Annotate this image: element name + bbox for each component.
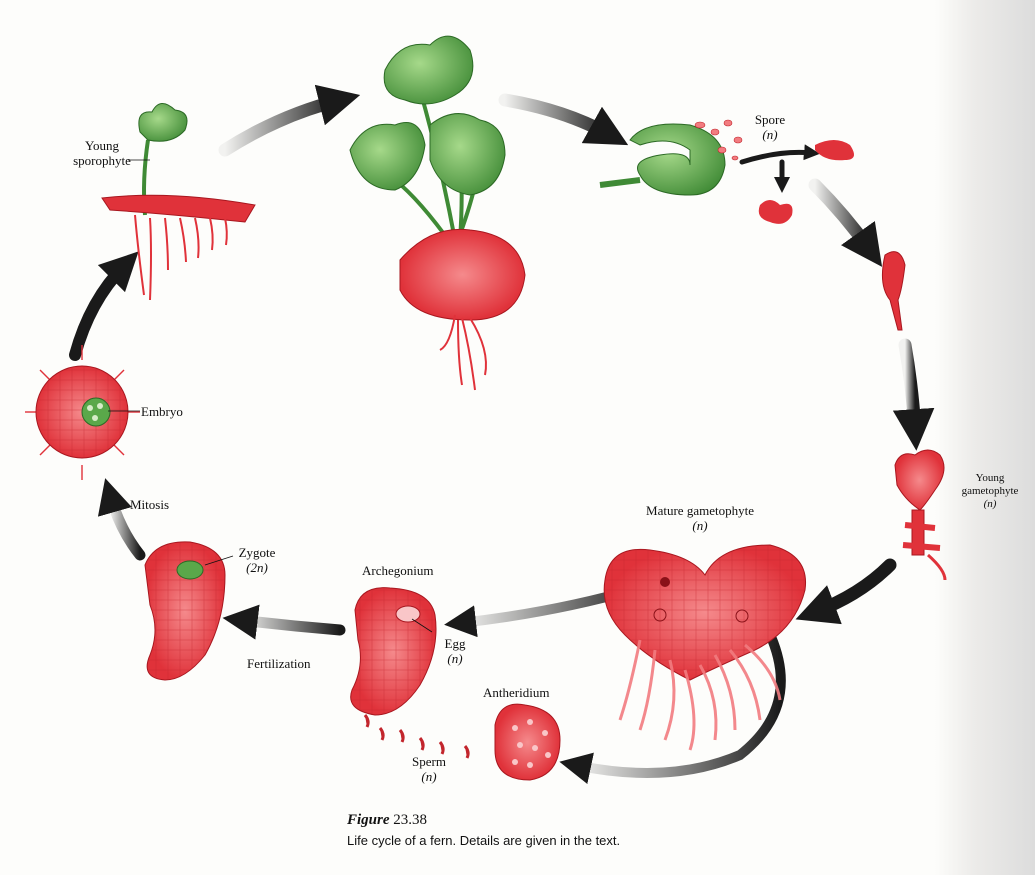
archegonium-label: Archegonium (362, 563, 433, 578)
arrow-fertilization (240, 620, 340, 630)
egg-label-line2: (n) (435, 651, 475, 666)
zygote-label-line2: (2n) (228, 560, 286, 575)
antheridium-illustration (495, 704, 560, 780)
sperm-label-line1: Sperm (403, 754, 455, 769)
egg-label: Egg (n) (435, 636, 475, 666)
arrow-spore-to-germination (815, 185, 870, 250)
spore-label-line2: (n) (745, 127, 795, 142)
sporangium-illustration (600, 120, 854, 224)
spore-2 (759, 200, 793, 224)
sperm-label-line2: (n) (403, 769, 455, 784)
embryo-illustration (25, 345, 140, 480)
germinating-spore-illustration (882, 252, 905, 330)
figure-caption-text: Life cycle of a fern. Details are given … (347, 833, 620, 848)
spore-label: Spore (n) (745, 112, 795, 142)
archegonium-illustration (351, 588, 468, 758)
mature-gametophyte-label-line1: Mature gametophyte (620, 503, 780, 518)
spore-1 (815, 140, 854, 160)
figure-word: Figure (347, 812, 390, 828)
young-gametophyte-illustration (895, 450, 945, 580)
arrow-spore-release (742, 152, 812, 162)
young-gametophyte-label: Young gametophyte (n) (950, 472, 1030, 511)
fertilization-label: Fertilization (247, 656, 311, 671)
figure-number: 23.38 (393, 812, 427, 828)
antheridium-label: Antheridium (483, 685, 549, 700)
mature-sporophyte-illustration (350, 36, 525, 390)
arrow-embryo-to-sporophyte (75, 265, 125, 355)
mature-gametophyte-label-line2: (n) (620, 518, 780, 533)
arrow-germination-to-young (905, 345, 915, 430)
young-gametophyte-label-line3: (n) (950, 498, 1030, 511)
young-sporophyte-label-line2: sporophyte (70, 153, 134, 168)
mature-gametophyte-label: Mature gametophyte (n) (620, 503, 780, 533)
young-gametophyte-label-line1: Young (950, 472, 1030, 485)
egg-label-line1: Egg (435, 636, 475, 651)
young-gametophyte-label-line2: gametophyte (950, 485, 1030, 498)
arrow-mature-to-sporangium (505, 100, 610, 135)
mitosis-label: Mitosis (130, 497, 169, 512)
zygote-label: Zygote (2n) (228, 545, 286, 575)
embryo-label: Embryo (141, 404, 183, 419)
arrow-sporophyte-to-mature (225, 100, 340, 150)
zygote-label-line1: Zygote (228, 545, 286, 560)
spore-label-line1: Spore (745, 112, 795, 127)
sperm-label: Sperm (n) (403, 754, 455, 784)
figure-caption-title: Figure 23.38 (347, 812, 427, 829)
young-sporophyte-label: Young sporophyte (70, 138, 134, 168)
arrow-young-to-mature (815, 565, 890, 612)
young-sporophyte-label-line1: Young (70, 138, 134, 153)
